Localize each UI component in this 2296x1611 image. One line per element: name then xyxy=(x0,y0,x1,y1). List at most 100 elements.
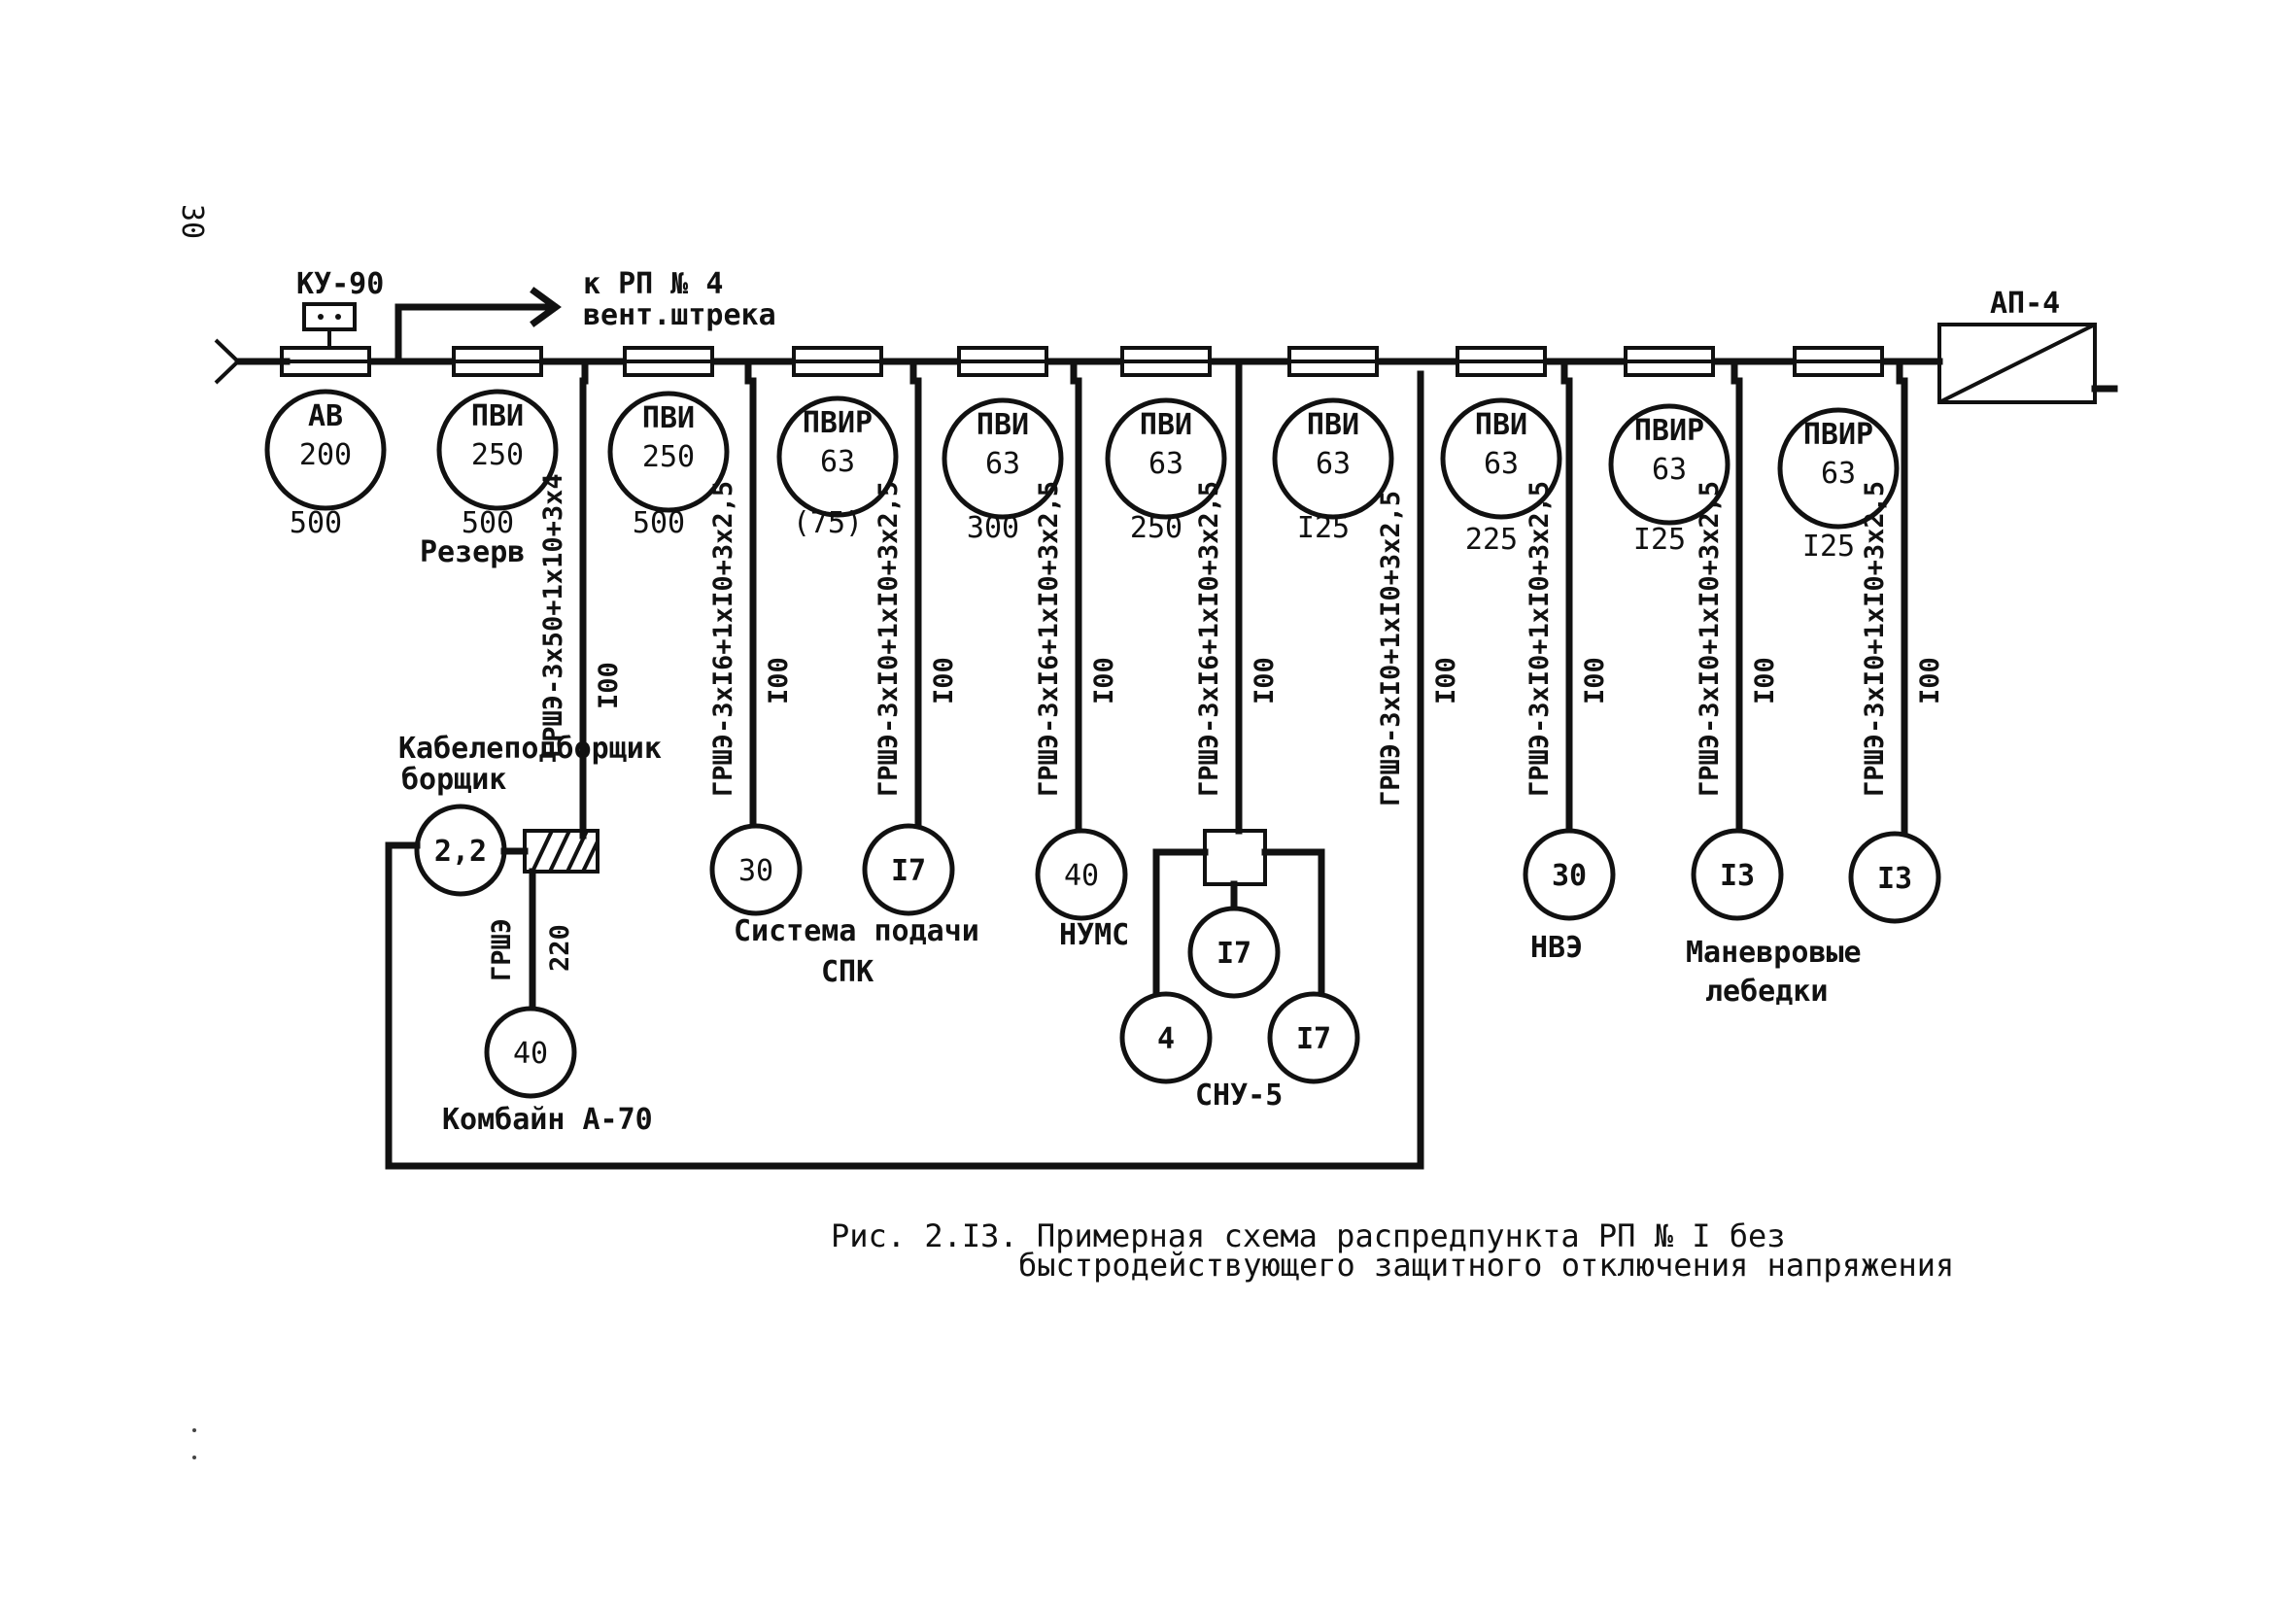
coupling-hatch xyxy=(531,830,600,873)
cable-type-4: ГРШЭ-3хI6+1хI0+3х2,5 xyxy=(1034,481,1064,797)
arrow-label-rp4: к РП № 4 xyxy=(583,267,724,301)
starter-rating-2: 250 xyxy=(471,438,524,472)
spk-power-1: 30 xyxy=(738,854,773,888)
switch-ku90-box xyxy=(302,302,357,331)
cable-type-8: ГРШЭ-3хI0+1хI0+3х2,5 xyxy=(1695,481,1725,797)
starter-circle-5 xyxy=(942,397,1064,520)
ap4-diagonal xyxy=(1938,323,2096,404)
starter-name-7: ПВИ xyxy=(1307,408,1359,442)
spk-motor-2 xyxy=(862,823,955,916)
winch-label-2: лебедки xyxy=(1705,975,1828,1009)
caption-line-2: быстродействующего защитного отключения … xyxy=(1018,1247,1954,1284)
cable-length-6: I00 xyxy=(1431,657,1461,704)
cable-line-9 xyxy=(1896,358,1908,838)
starter-current-9: I25 xyxy=(1633,523,1686,557)
cable-reel-label: Кабелеподборщик xyxy=(398,732,662,766)
starter-current-8: 225 xyxy=(1465,523,1518,557)
starter-rating-4: 63 xyxy=(820,445,855,479)
starter-current-5: 300 xyxy=(967,511,1019,545)
winch-motor-1 xyxy=(1691,828,1784,921)
spk-power-2: I7 xyxy=(891,854,926,888)
nvz-motor xyxy=(1523,828,1616,921)
cable-length-5: I00 xyxy=(1250,657,1280,704)
cable-length-2: I00 xyxy=(764,657,794,704)
scan-speck-2 xyxy=(192,1456,196,1459)
cable-line-1 xyxy=(579,358,589,840)
starter-name-8: ПВИ xyxy=(1475,408,1527,442)
starter-circle-8 xyxy=(1440,397,1562,520)
starter-current-2: 500 xyxy=(462,506,514,540)
nums-motor xyxy=(1035,828,1128,921)
cable-type-9: ГРШЭ-3хI0+1хI0+3х2,5 xyxy=(1860,481,1890,797)
starter-circle-1 xyxy=(264,389,387,511)
snu-motor-2 xyxy=(1119,991,1213,1084)
cable-line-3 xyxy=(909,358,922,830)
combine-cable-length: 220 xyxy=(545,924,575,972)
snu-motor-3 xyxy=(1267,991,1360,1084)
starter-name-10: ПВИР xyxy=(1803,418,1873,452)
combine-motor xyxy=(484,1006,577,1099)
snu-power-1: I7 xyxy=(1217,937,1251,971)
nvz-power: 30 xyxy=(1552,859,1587,893)
starter-rating-6: 63 xyxy=(1148,447,1183,481)
snu-power-2: 4 xyxy=(1157,1022,1175,1056)
starter-rating-10: 63 xyxy=(1821,457,1856,491)
spk-motor-1 xyxy=(709,823,803,916)
starter-current-7: I25 xyxy=(1297,511,1350,545)
starter-name-3: ПВИ xyxy=(642,401,695,435)
winch-motor-2 xyxy=(1848,831,1941,924)
arrow-to-rp4-icon xyxy=(530,287,562,327)
starter-rating-5: 63 xyxy=(985,447,1020,481)
cable-length-1: I00 xyxy=(594,662,624,709)
starter-current-4: (75) xyxy=(793,506,863,540)
starter-circle-2 xyxy=(436,389,559,511)
starter-current-6: 250 xyxy=(1130,511,1182,545)
snu-branch-left xyxy=(1152,848,1209,1005)
cable-line-7 xyxy=(1560,358,1573,835)
cable-length-9: I00 xyxy=(1915,657,1945,704)
starter-rating-7: 63 xyxy=(1316,447,1351,481)
cable-type-6: ГРШЭ-3хI0+1хI0+3х2,5 xyxy=(1376,491,1406,806)
cable-length-8: I00 xyxy=(1750,657,1780,704)
switch-ku90-label: КУ-90 xyxy=(296,267,384,301)
starter-circle-3 xyxy=(607,391,730,513)
nums-label: НУМС xyxy=(1059,918,1129,952)
starter-current-1: 500 xyxy=(290,506,342,540)
starter-name-2: ПВИ xyxy=(471,399,524,433)
nums-power: 40 xyxy=(1064,859,1099,893)
cable-line-2 xyxy=(744,358,757,830)
winch-power-2: I3 xyxy=(1877,862,1912,896)
starters-group: АВ200500ПВИ250500РезервПВИ250500ПВИР63(7… xyxy=(264,346,1900,569)
page-number: 30 xyxy=(175,204,209,239)
spk-label-1: Система подачи xyxy=(734,914,979,948)
cable-type-2: ГРШЭ-3хI6+1хI0+3х2,5 xyxy=(708,481,738,797)
starter-rating-1: 200 xyxy=(299,438,352,472)
snu-label: СНУ-5 xyxy=(1195,1079,1283,1113)
ap4-box xyxy=(1937,323,2097,404)
cable-line-8 xyxy=(1731,358,1743,835)
starter-circle-6 xyxy=(1105,397,1227,520)
cable-reel-label-2: борщик xyxy=(401,763,506,797)
cable-type-5: ГРШЭ-3хI6+1хI0+3х2,5 xyxy=(1194,481,1224,797)
starter-name-9: ПВИР xyxy=(1634,414,1704,448)
nvz-label: НВЭ xyxy=(1530,931,1583,965)
starter-current-10: I25 xyxy=(1802,530,1855,564)
cable-reel-power: 2,2 xyxy=(434,835,487,869)
cable-length-4: I00 xyxy=(1089,657,1119,704)
cable-type-3: ГРШЭ-3хI0+1хI0+3х2,5 xyxy=(874,481,904,797)
starter-circle-10 xyxy=(1777,407,1900,530)
starter-circle-7 xyxy=(1272,397,1394,520)
spk-label-2: СПК xyxy=(821,955,874,989)
snu-junction-box xyxy=(1203,829,1267,886)
starter-name-6: ПВИ xyxy=(1140,408,1192,442)
arrow-label-vent: вент.штрека xyxy=(583,298,776,332)
starter-rating-8: 63 xyxy=(1484,447,1519,481)
starter-name-4: ПВИР xyxy=(803,406,873,440)
starter-circle-4 xyxy=(776,395,899,518)
snu-power-3: I7 xyxy=(1296,1022,1331,1056)
snu-branch-right xyxy=(1261,848,1325,1005)
cable-length-3: I00 xyxy=(929,657,959,704)
